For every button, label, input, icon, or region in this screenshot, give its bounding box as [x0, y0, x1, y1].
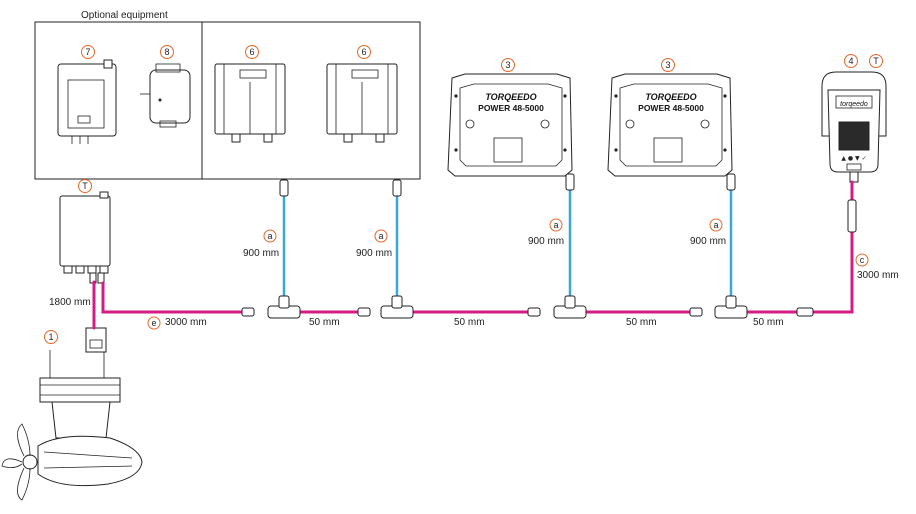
drop-4-length: 900 mm [690, 236, 726, 247]
badge-a-2: a [374, 229, 388, 243]
battery-model-right: POWER 48-5000 [638, 103, 704, 113]
svg-text:T: T [873, 56, 879, 66]
badge-3-right: 3 [661, 58, 675, 72]
svg-text:6: 6 [249, 47, 254, 57]
display-screen [838, 121, 870, 151]
badge-1: 1 [44, 330, 58, 344]
svg-text:T: T [82, 181, 88, 191]
drop-connectors [279, 173, 736, 197]
segment-3-length: 50 mm [626, 317, 657, 328]
badge-a-1: a [263, 229, 277, 243]
battery-brand-left: TORQEEDO [485, 92, 536, 102]
terminator-connector [796, 307, 814, 317]
badge-t-display: T [869, 54, 883, 68]
battery-brand-right: TORQEEDO [645, 92, 696, 102]
segment-4-length: 50 mm [753, 317, 784, 328]
display-cable-length: 3000 mm [857, 270, 899, 281]
segment-1-length: 50 mm [309, 317, 340, 328]
svg-text:e: e [151, 318, 156, 328]
badge-e: e [147, 316, 161, 330]
display-brand: torqeedo [840, 101, 868, 108]
badge-6-right: 6 [357, 45, 371, 59]
badge-8: 8 [160, 45, 174, 59]
badge-a-3: a [549, 218, 563, 232]
badge-c: c [855, 253, 869, 267]
cable-labels: 1800 mm a 900 mm a 900 mm a 900 mm a 900… [49, 218, 899, 330]
device-6-right [326, 63, 398, 143]
motor-cable-length: 1800 mm [49, 297, 91, 308]
device-6-left [214, 63, 286, 143]
t-connector-4 [689, 295, 748, 319]
svg-text:a: a [378, 231, 383, 241]
device-8 [140, 63, 191, 128]
trunk-e-length: 3000 mm [165, 317, 207, 328]
svg-text:1: 1 [48, 332, 53, 342]
t-connector-1 [241, 295, 301, 319]
battery-3-left: TORQEEDO POWER 48-5000 [447, 73, 573, 177]
device-7 [57, 59, 117, 144]
controller-t [59, 191, 111, 284]
outboard-motor-1 [1, 327, 143, 501]
trunk-cables [92, 180, 854, 330]
svg-text:7: 7 [85, 47, 90, 57]
badge-6-left: 6 [245, 45, 259, 59]
optional-equipment-frame [34, 21, 421, 180]
svg-text:a: a [553, 220, 558, 230]
drop-3-length: 900 mm [528, 236, 564, 247]
drop-cables [282, 188, 733, 300]
badge-3-left: 3 [501, 58, 515, 72]
svg-text:6: 6 [361, 47, 366, 57]
svg-text:c: c [860, 255, 865, 265]
drop-2-length: 900 mm [356, 248, 392, 259]
badge-t-controller: T [78, 179, 92, 193]
battery-model-left: POWER 48-5000 [478, 103, 544, 113]
t-connector-3 [527, 295, 587, 319]
optional-equipment-group: Optional equipment [34, 10, 421, 180]
t-connector-2 [357, 295, 414, 319]
segment-2-length: 50 mm [454, 317, 485, 328]
t-connectors [241, 199, 857, 319]
drop-1-length: 900 mm [243, 248, 279, 259]
badge-7: 7 [81, 45, 95, 59]
svg-text:a: a [713, 220, 718, 230]
svg-text:8: 8 [164, 47, 169, 57]
optional-equipment-title: Optional equipment [81, 10, 168, 21]
svg-text:a: a [267, 231, 272, 241]
battery-3-right: TORQEEDO POWER 48-5000 [607, 73, 733, 177]
display-buttons: ▲ ● ▼ ✓ [841, 155, 866, 162]
badge-a-4: a [709, 218, 723, 232]
svg-text:4: 4 [848, 56, 853, 66]
display-cable-connector [847, 199, 857, 233]
display-unit-4: torqeedo ▲ ● ▼ ✓ [821, 71, 887, 183]
svg-text:3: 3 [665, 60, 670, 70]
svg-text:3: 3 [505, 60, 510, 70]
badge-4: 4 [844, 54, 858, 68]
